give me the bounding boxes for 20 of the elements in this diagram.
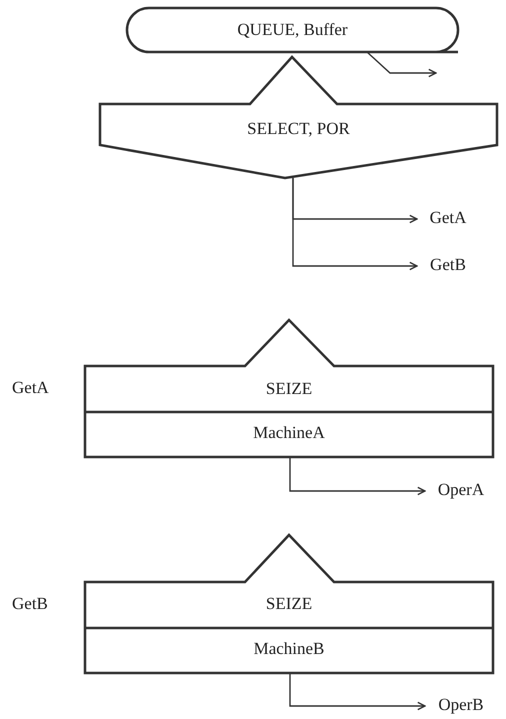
resource-text: MachineB	[252, 639, 326, 659]
block-text: SEIZE	[264, 379, 314, 399]
label-text: OperB	[437, 695, 485, 715]
block-text: SELECT, POR	[246, 119, 351, 139]
block-label: GetA	[12, 378, 49, 398]
seize-block	[85, 320, 493, 457]
queue-block	[127, 8, 458, 52]
label-text: OperA	[436, 480, 486, 500]
block-text: QUEUE, Buffer	[236, 20, 349, 40]
block-text: SEIZE	[264, 594, 314, 614]
resource-text: MachineA	[252, 423, 326, 443]
select-block	[100, 57, 497, 178]
label-text: GetA	[428, 208, 468, 228]
arrow	[366, 51, 437, 78]
seize-block	[85, 535, 493, 673]
arrow	[289, 457, 426, 496]
arrow	[292, 178, 418, 270]
arrow	[289, 673, 426, 710]
label-text: GetB	[429, 255, 467, 275]
block-label: GetB	[12, 594, 48, 614]
